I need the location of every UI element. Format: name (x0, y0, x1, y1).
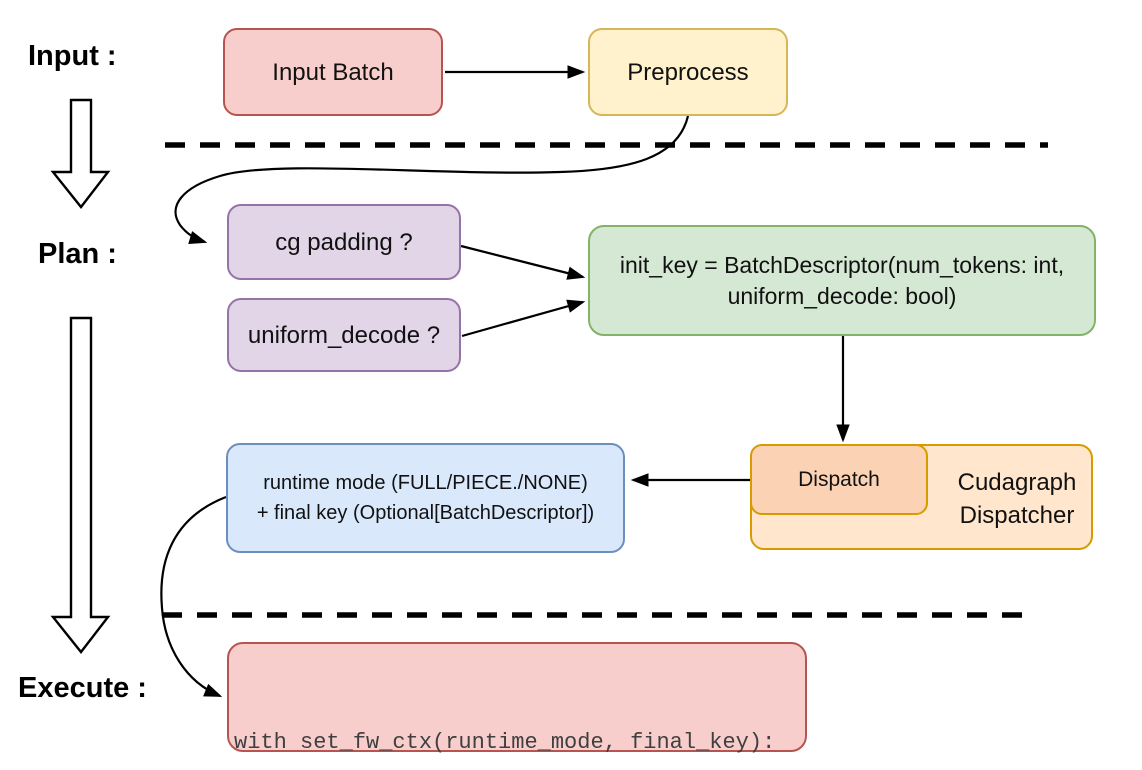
node-init-key: init_key = BatchDescriptor(num_tokens: i… (588, 225, 1096, 336)
node-uniform-decode-label: uniform_decode ? (247, 321, 441, 349)
node-preprocess-label: Preprocess (627, 58, 749, 86)
node-init-key-line1: init_key = BatchDescriptor(num_tokens: i… (619, 251, 1065, 278)
arrow-uniform-decode-to-init-key (461, 302, 583, 338)
stage-label-plan: Plan : (38, 238, 117, 270)
node-execute-code: with set_fw_ctx(runtime_mode, final_key)… (227, 642, 807, 755)
node-dispatch-label: Dispatch (798, 468, 880, 491)
node-cg-padding-label: cg padding ? (275, 228, 413, 256)
node-input-batch: Input Batch (223, 28, 443, 116)
node-runtime-mode-line2: + final key (Optional[BatchDescriptor]) (256, 502, 595, 524)
block-arrow-input-to-plan (50, 98, 111, 209)
node-runtime-mode: runtime mode (FULL/PIECE./NONE) + final … (226, 443, 625, 553)
node-init-key-line2: uniform_decode: bool) (727, 282, 957, 309)
node-runtime-mode-line1: runtime mode (FULL/PIECE./NONE) (263, 472, 588, 494)
node-uniform-decode: uniform_decode ? (227, 298, 461, 372)
stage-label-execute: Execute : (18, 672, 147, 704)
node-cudagraph-dispatcher-line1: Cudagraph (957, 469, 1077, 496)
node-input-batch-label: Input Batch (272, 58, 394, 86)
node-preprocess: Preprocess (588, 28, 788, 116)
node-cg-padding: cg padding ? (227, 204, 461, 280)
arrow-preprocess-to-cg-padding (174, 115, 690, 242)
arrow-cg-padding-to-init-key (460, 244, 583, 277)
node-dispatch: Dispatch (750, 444, 928, 515)
arrow-runtime-mode-to-execute-code (160, 495, 227, 698)
execute-code-line1: with set_fw_ctx(runtime_mode, final_key)… (234, 730, 776, 755)
stage-label-input: Input : (28, 40, 117, 72)
node-cudagraph-dispatcher-line2: Dispatcher (959, 502, 1075, 529)
block-arrow-plan-to-execute (50, 316, 111, 654)
node-cudagraph-dispatcher-label: Cudagraph Dispatcher (947, 446, 1087, 552)
